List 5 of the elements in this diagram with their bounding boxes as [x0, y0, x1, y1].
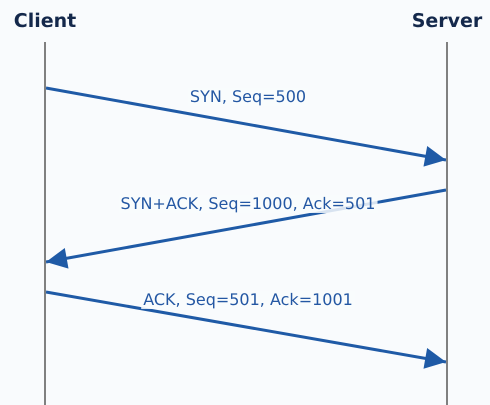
message-arrow [46, 290, 446, 369]
participant-label: Server [410, 10, 484, 32]
message-arrow [46, 86, 446, 167]
participant-label: Client [12, 10, 78, 32]
message-label: SYN+ACK, Seq=1000, Ack=501 [118, 195, 378, 213]
